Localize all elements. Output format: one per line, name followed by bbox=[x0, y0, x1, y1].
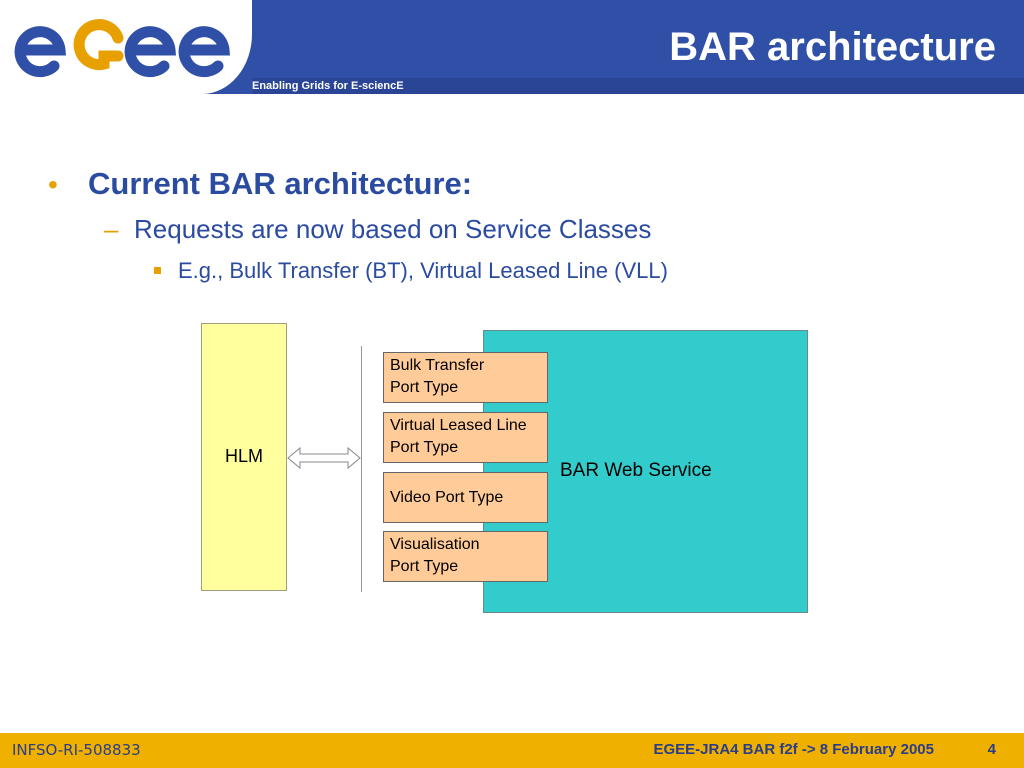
port-line: Port Type bbox=[390, 558, 459, 575]
bullet-dash-icon: – bbox=[104, 214, 119, 244]
divider-line bbox=[361, 346, 362, 592]
port-type-virtual-leased-line: Virtual Leased Line Port Type bbox=[383, 412, 548, 463]
footer-bar bbox=[0, 733, 1024, 768]
port-type-visualisation: Visualisation Port Type bbox=[383, 531, 548, 582]
port-line: Visualisation bbox=[390, 536, 480, 553]
bullet-square-icon bbox=[154, 265, 178, 283]
hlm-box bbox=[201, 323, 287, 591]
bullet-dot-icon: • bbox=[48, 169, 58, 200]
logo-area bbox=[0, 0, 252, 94]
bullet-level-1: • Current BAR architecture: bbox=[48, 166, 472, 202]
bullet-level-3: E.g., Bulk Transfer (BT), Virtual Leased… bbox=[154, 258, 668, 284]
egee-logo bbox=[14, 19, 230, 78]
tagline: Enabling Grids for E-sciencE bbox=[252, 80, 404, 92]
tagline-bar bbox=[252, 78, 1024, 94]
port-line: Port Type bbox=[390, 379, 459, 396]
port-line: Virtual Leased Line bbox=[390, 417, 527, 434]
port-type-bulk-transfer: Bulk Transfer Port Type bbox=[383, 352, 548, 403]
port-line: Bulk Transfer bbox=[390, 357, 485, 374]
double-arrow-icon bbox=[287, 446, 361, 470]
bullet-text-3: E.g., Bulk Transfer (BT), Virtual Leased… bbox=[178, 258, 668, 283]
page-title: BAR architecture bbox=[669, 25, 996, 69]
port-type-video: Video Port Type bbox=[383, 472, 548, 523]
footer-project-id: INFSO-RI-508833 bbox=[12, 741, 141, 759]
port-line: Port Type bbox=[390, 439, 459, 456]
bullet-text-1: Current BAR architecture: bbox=[88, 166, 473, 201]
bullet-text-2: Requests are now based on Service Classe… bbox=[134, 214, 652, 244]
footer-event: EGEE-JRA4 BAR f2f -> 8 February 2005 bbox=[653, 741, 934, 758]
bullet-level-2: – Requests are now based on Service Clas… bbox=[104, 214, 651, 245]
hlm-label: HLM bbox=[224, 446, 263, 466]
page-number: 4 bbox=[987, 741, 996, 758]
port-line: Video Port Type bbox=[390, 488, 504, 506]
bar-web-service-label: BAR Web Service bbox=[560, 460, 712, 481]
